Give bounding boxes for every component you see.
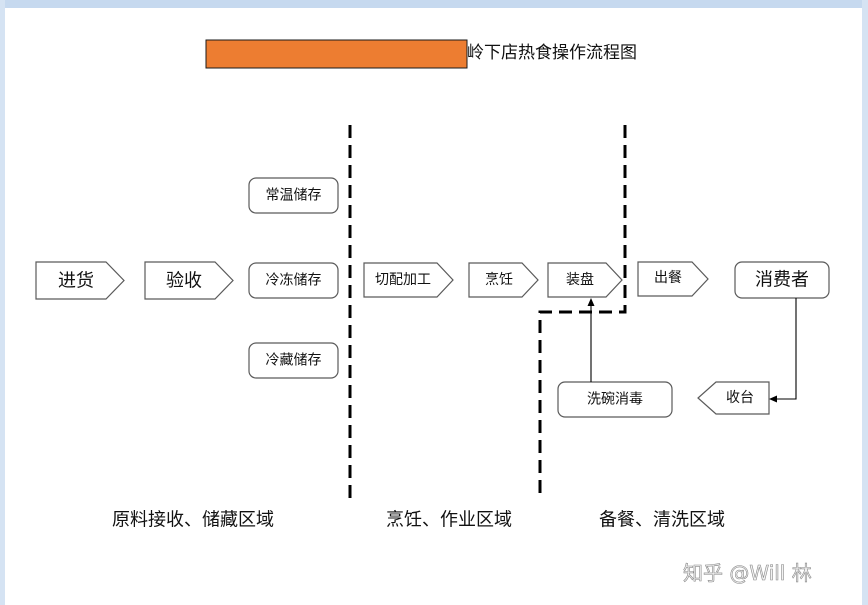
zone-label-cooking: 烹饪、作业区域	[386, 510, 512, 531]
node-lengcang: 冷藏储存	[248, 342, 339, 379]
frame-right-edge	[862, 0, 868, 605]
node-yanshou: 验收	[144, 261, 234, 300]
frame-top-bar	[0, 0, 868, 8]
node-qiepei-label: 切配加工	[375, 272, 431, 288]
node-jinhuo-label: 进货	[58, 271, 94, 292]
zone-label-raw: 原料接收、储藏区域	[112, 510, 274, 531]
node-changwen: 常温储存	[248, 177, 339, 214]
node-qiepei: 切配加工	[363, 262, 454, 298]
node-shoutai-label: 收台	[726, 390, 754, 406]
node-xiwan: 洗碗消毒	[557, 381, 673, 418]
node-changwen-label: 常温储存	[266, 188, 322, 204]
node-yanshou-label: 验收	[166, 271, 202, 292]
node-jinhuo: 进货	[35, 261, 125, 300]
watermark: 知乎 @Will 林	[683, 561, 812, 585]
node-lengdong-label: 冷冻储存	[266, 272, 322, 289]
title-redaction-block	[205, 39, 468, 69]
node-pengren-label: 烹饪	[485, 271, 513, 288]
connector-xiwan-to-zhuangpan	[587, 298, 595, 382]
node-chucan: 出餐	[637, 261, 709, 297]
zone-label-serving: 备餐、清洗区域	[599, 510, 725, 531]
frame-left-edge	[0, 0, 5, 605]
node-zhuangpan-label: 装盘	[566, 271, 594, 288]
node-lengcang-label: 冷藏储存	[266, 353, 322, 369]
node-shoutai: 收台	[697, 381, 770, 415]
node-chucan-label: 出餐	[654, 270, 682, 286]
arrowhead-up-icon	[587, 298, 595, 306]
arrowhead-left-icon	[769, 395, 777, 403]
node-xiaofeizhe-label: 消费者	[755, 270, 809, 291]
zone-divider-2	[538, 125, 627, 498]
node-zhuangpan: 装盘	[547, 262, 623, 298]
node-lengdong: 冷冻储存	[248, 262, 339, 299]
node-xiaofeizhe: 消费者	[734, 261, 830, 299]
node-xiwan-label: 洗碗消毒	[587, 392, 643, 408]
page-title: 岭下店热食操作流程图	[467, 43, 637, 63]
connector-consumer-to-shoutai	[769, 298, 797, 403]
node-pengren: 烹饪	[468, 262, 539, 298]
